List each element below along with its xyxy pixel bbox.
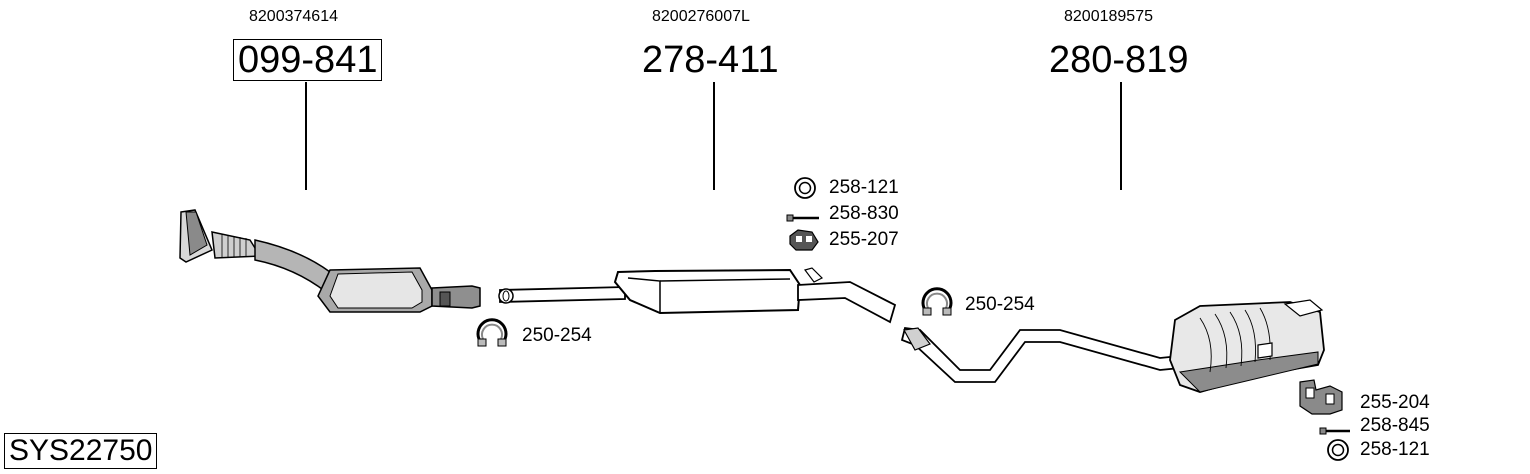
hanger-icon xyxy=(789,229,819,251)
fitting-label-ring-mid[interactable]: 258-121 xyxy=(829,177,899,198)
fitting-label-bolt-rear[interactable]: 258-845 xyxy=(1360,415,1430,436)
fitting-label-clamp-front[interactable]: 250-254 xyxy=(522,325,592,346)
catalyst-drawing xyxy=(179,209,481,313)
clamp-icon xyxy=(921,287,953,316)
oem-number-1: 8200374614 xyxy=(249,8,338,25)
fitting-label-ring-rear[interactable]: 258-121 xyxy=(1360,439,1430,460)
bolt-icon xyxy=(1319,427,1350,435)
part-number-rear-silencer[interactable]: 280-819 xyxy=(1049,39,1189,81)
fitting-label-hanger-rear[interactable]: 255-204 xyxy=(1360,392,1430,413)
ring-icon xyxy=(794,177,816,199)
ring-icon xyxy=(1327,439,1349,461)
oem-number-3: 8200189575 xyxy=(1064,8,1153,25)
middle-silencer-drawing xyxy=(498,267,897,324)
fitting-label-bolt-mid[interactable]: 258-830 xyxy=(829,203,899,224)
rear-silencer-drawing xyxy=(900,299,1325,393)
oem-number-2: 8200276007L xyxy=(652,8,750,25)
fitting-label-clamp-mid[interactable]: 250-254 xyxy=(965,294,1035,315)
part-number-catalyst[interactable]: 099-841 xyxy=(233,39,383,81)
bolt-icon xyxy=(786,214,819,222)
system-code: SYS22750 xyxy=(4,433,158,469)
fitting-label-hanger-mid[interactable]: 255-207 xyxy=(829,229,899,250)
hanger-icon xyxy=(1299,379,1343,415)
clamp-icon xyxy=(476,318,508,347)
part-number-middle-silencer[interactable]: 278-411 xyxy=(642,39,779,81)
